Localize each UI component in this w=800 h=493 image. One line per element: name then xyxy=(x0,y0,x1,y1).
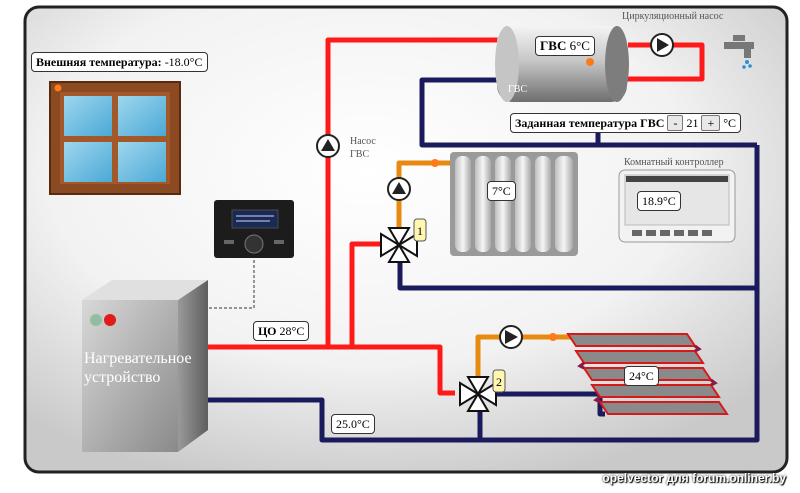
floor-heating-return-bends xyxy=(577,344,718,404)
controller-wire xyxy=(208,260,255,309)
boiler-controller-device[interactable] xyxy=(214,200,294,258)
dhw-pump-icon[interactable] xyxy=(316,134,340,158)
dhw-tank-value: 6°C xyxy=(569,38,590,53)
valve-1-number: 1 xyxy=(417,224,423,238)
window-icon xyxy=(49,81,181,195)
radiator-temp-label: 7°C xyxy=(487,181,516,201)
dhw-setpoint-unit: °C xyxy=(723,116,737,130)
heater-alarm-light xyxy=(104,314,116,326)
mixing-valve-2-icon[interactable] xyxy=(459,376,497,412)
dhw-tank-temp-label: ГВС 6°C xyxy=(535,36,595,56)
dhw-tank-title: ГВС xyxy=(540,38,567,53)
central-heating-title: ЦО xyxy=(258,324,277,338)
outside-temp-label: Внешняя температура: -18.0°C xyxy=(31,52,208,72)
tank-sensor-dot xyxy=(586,58,594,66)
dhw-setpoint-control: Заданная температура ГВС - 21 + °C xyxy=(510,113,742,133)
sensor-dot xyxy=(549,333,557,341)
circulation-pump-label: Циркуляционный насос xyxy=(622,11,724,22)
room-temp-label: 18.9°C xyxy=(637,191,681,211)
mixing-valve-1-icon[interactable] xyxy=(380,227,418,263)
sensor-dot xyxy=(431,159,439,167)
dhw-setpoint-decrease-button[interactable]: - xyxy=(667,115,684,131)
dhw-pump-label-line2: ГВС xyxy=(350,149,370,160)
return-pipes xyxy=(208,77,760,443)
dhw-setpoint-title: Заданная температура ГВС xyxy=(515,116,665,130)
radiator-icon xyxy=(450,152,578,256)
dhw-setpoint-increase-button[interactable]: + xyxy=(701,115,721,131)
return-temp-label: 25.0°C xyxy=(331,414,375,434)
room-controller-label: Комнатный контроллер xyxy=(624,157,724,168)
dhw-pump-label-line1: Насос xyxy=(350,136,376,147)
central-heating-value: 28°C xyxy=(279,324,305,338)
floor-pump-icon[interactable] xyxy=(499,325,523,349)
heater-label: Нагревательное устройство xyxy=(84,350,192,386)
dhw-tank-caption: ГВС xyxy=(508,84,528,95)
outside-temp-title: Внешняя температура: xyxy=(36,55,162,69)
radiator-pump-icon[interactable] xyxy=(387,177,411,201)
valve-2-tag: 2 xyxy=(492,369,506,393)
water-tap-icon xyxy=(724,35,754,69)
dhw-setpoint-value: 21 xyxy=(686,116,699,130)
central-heating-label: ЦО 28°C xyxy=(253,321,310,341)
watermark: opelvector для forum.onliner.by xyxy=(602,471,786,485)
floor-heating-coil-icon xyxy=(566,333,729,415)
valve-2-number: 2 xyxy=(496,375,502,389)
outside-temp-value: -18.0°C xyxy=(164,55,203,69)
heater-status-light xyxy=(90,314,102,326)
valve-1-tag: 1 xyxy=(413,218,427,242)
floor-heating-temp-label: 24°C xyxy=(624,366,659,386)
heater-box xyxy=(82,280,208,452)
circulation-pump-icon[interactable] xyxy=(650,33,674,57)
